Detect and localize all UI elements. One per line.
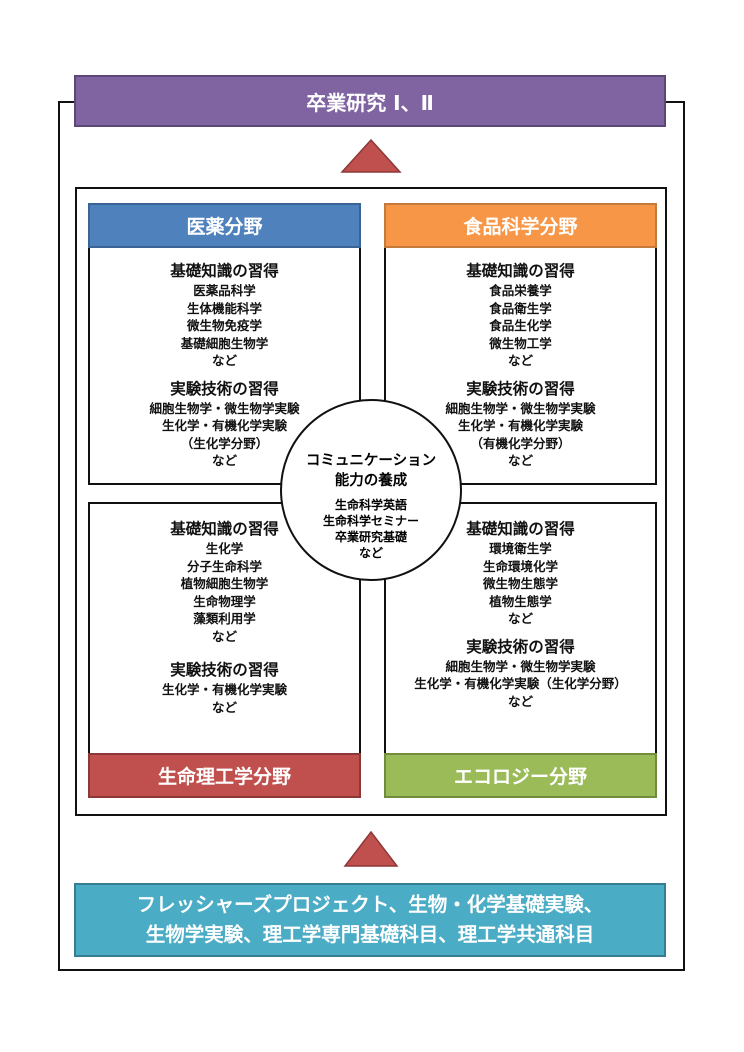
skills-item: など — [507, 693, 533, 709]
foundation-courses-line: 生物学実験、理工学専門基礎科目、理工学共通科目 — [145, 923, 595, 946]
knowledge-item: 分子生命科学 — [186, 558, 262, 574]
skills-heading: 実験技術の習得 — [170, 379, 279, 398]
knowledge-heading: 基礎知識の習得 — [170, 262, 279, 280]
knowledge-item: 生命環境化学 — [482, 558, 558, 574]
knowledge-heading: 基礎知識の習得 — [170, 520, 279, 538]
skills-item: など — [507, 453, 533, 468]
field-header-life-engineering: 生命理工学分野 — [88, 753, 361, 798]
field-header-medical: 医薬分野 — [88, 203, 361, 248]
skills-item: 細胞生物学・微生物学実験 — [149, 400, 300, 416]
skills-item: 細胞生物学・微生物学実験 — [445, 400, 596, 416]
skills-item: 細胞生物学・微生物学実験 — [445, 658, 596, 674]
knowledge-item: 植物生態学 — [489, 593, 552, 609]
center-item: 生命科学セミナー — [322, 514, 419, 528]
skills-item: （生化学分野） — [180, 435, 269, 451]
knowledge-item: 食品衛生学 — [489, 300, 552, 316]
skills-heading: 実験技術の習得 — [170, 661, 279, 679]
skills-heading: 実験技術の習得 — [466, 637, 575, 656]
center-item: 卒業研究基礎 — [334, 530, 407, 544]
skills-heading: 実験技術の習得 — [466, 379, 575, 398]
knowledge-item: など — [211, 628, 237, 644]
knowledge-item: など — [211, 353, 237, 368]
knowledge-item: 微生物工学 — [489, 335, 552, 351]
field-title: 食品科学分野 — [463, 216, 578, 238]
skills-item: 生化学・有機化学実験（生化学分野） — [414, 676, 627, 691]
knowledge-item: 微生物免疫学 — [186, 318, 262, 333]
knowledge-heading: 基礎知識の習得 — [466, 262, 575, 280]
knowledge-item: 生命物理学 — [193, 593, 256, 609]
knowledge-item: 食品栄養学 — [489, 283, 552, 298]
field-box-ecology: 基礎知識の習得環境衛生学生命環境化学微生物生態学植物生態学など実験技術の習得細胞… — [384, 502, 657, 798]
knowledge-item: 藻類利用学 — [193, 611, 256, 626]
knowledge-item: など — [507, 353, 533, 368]
knowledge-item: 環境衛生学 — [489, 541, 552, 556]
skills-item: 生化学・有機化学実験 — [161, 682, 287, 697]
graduation-research-label: 卒業研究 Ⅰ、Ⅱ — [306, 90, 434, 115]
communication-circle: コミュニケーション 能力の養成 生命科学英語 生命科学セミナー 卒業研究基礎 な… — [280, 399, 462, 581]
center-item: など — [358, 546, 383, 560]
foundation-courses-banner: フレッシャーズプロジェクト、生物・化学基礎実験、 生物学実験、理工学専門基礎科目… — [74, 883, 666, 957]
up-arrow-icon — [340, 138, 402, 173]
graduation-research-banner: 卒業研究 Ⅰ、Ⅱ — [74, 75, 666, 127]
center-title-line: 能力の養成 — [334, 473, 408, 489]
knowledge-item: など — [507, 611, 533, 626]
field-header-ecology: エコロジー分野 — [384, 753, 657, 798]
field-title: エコロジー分野 — [453, 766, 587, 788]
center-title-line: コミュニケーション — [305, 453, 437, 469]
field-title: 生命理工学分野 — [157, 766, 291, 788]
knowledge-item: 生体機能科学 — [186, 300, 262, 316]
knowledge-item: 基礎細胞生物学 — [180, 335, 269, 351]
foundation-courses-line: フレッシャーズプロジェクト、生物・化学基礎実験、 — [136, 893, 604, 916]
skills-item: （有機化学分野） — [470, 435, 571, 451]
up-arrow-icon — [343, 830, 399, 867]
field-title: 医薬分野 — [186, 216, 263, 238]
knowledge-item: 微生物生態学 — [482, 576, 558, 591]
center-item: 生命科学英語 — [334, 498, 407, 512]
field-header-food-science: 食品科学分野 — [384, 203, 657, 248]
knowledge-item: 植物細胞生物学 — [180, 576, 269, 591]
skills-item: など — [211, 699, 237, 715]
knowledge-item: 生化学 — [205, 541, 244, 556]
skills-item: など — [211, 453, 237, 468]
skills-item: 生化学・有機化学実験 — [161, 418, 287, 433]
skills-item: 生化学・有機化学実験 — [457, 418, 583, 433]
knowledge-heading: 基礎知識の習得 — [466, 520, 575, 538]
knowledge-item: 食品生化学 — [489, 318, 552, 333]
knowledge-item: 医薬品科学 — [193, 283, 256, 298]
